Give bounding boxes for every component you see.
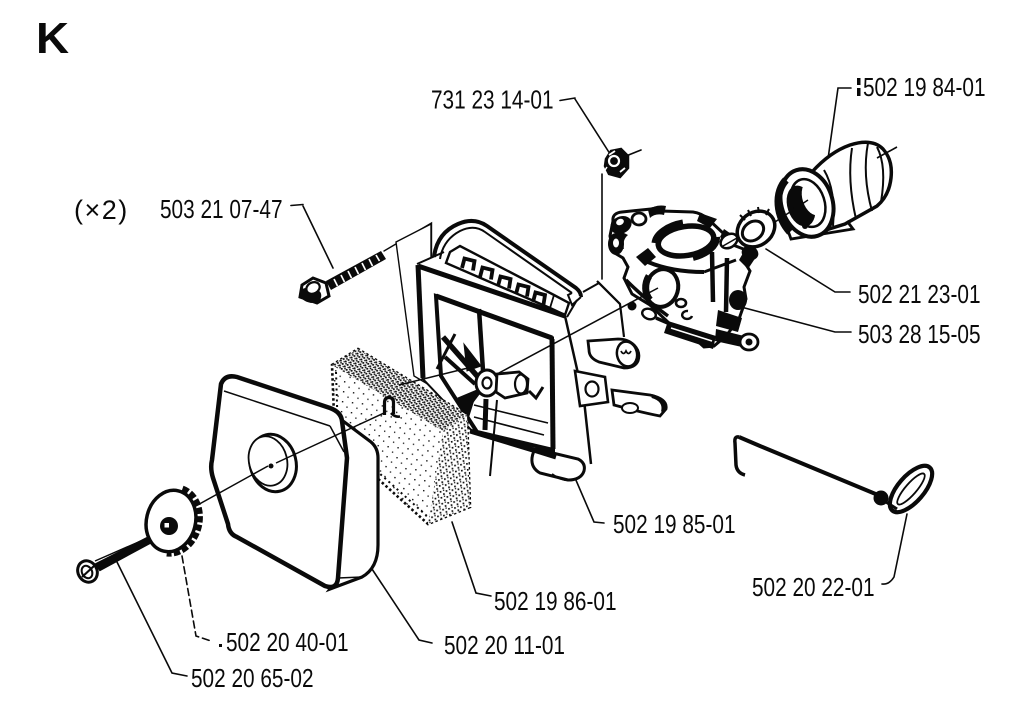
svg-text:502 19 84-01: 502 19 84-01	[863, 73, 986, 102]
svg-text:502 20 65-02: 502 20 65-02	[191, 664, 314, 693]
svg-text:503 21 07-47: 503 21 07-47	[160, 195, 283, 224]
svg-text:(×2): (×2)	[74, 195, 129, 225]
svg-text:731 23 14-01: 731 23 14-01	[431, 85, 554, 114]
svg-text:K: K	[36, 13, 69, 63]
svg-text:502 19 85-01: 502 19 85-01	[613, 510, 736, 539]
svg-text:502 21 23-01: 502 21 23-01	[858, 280, 981, 309]
svg-text:502 20 11-01: 502 20 11-01	[444, 631, 565, 660]
svg-text:503 28 15-05: 503 28 15-05	[858, 320, 981, 349]
svg-text:502 20 22-01: 502 20 22-01	[752, 573, 875, 602]
svg-text:502 20 40-01: 502 20 40-01	[226, 628, 349, 657]
svg-text:502 19 86-01: 502 19 86-01	[494, 587, 617, 616]
